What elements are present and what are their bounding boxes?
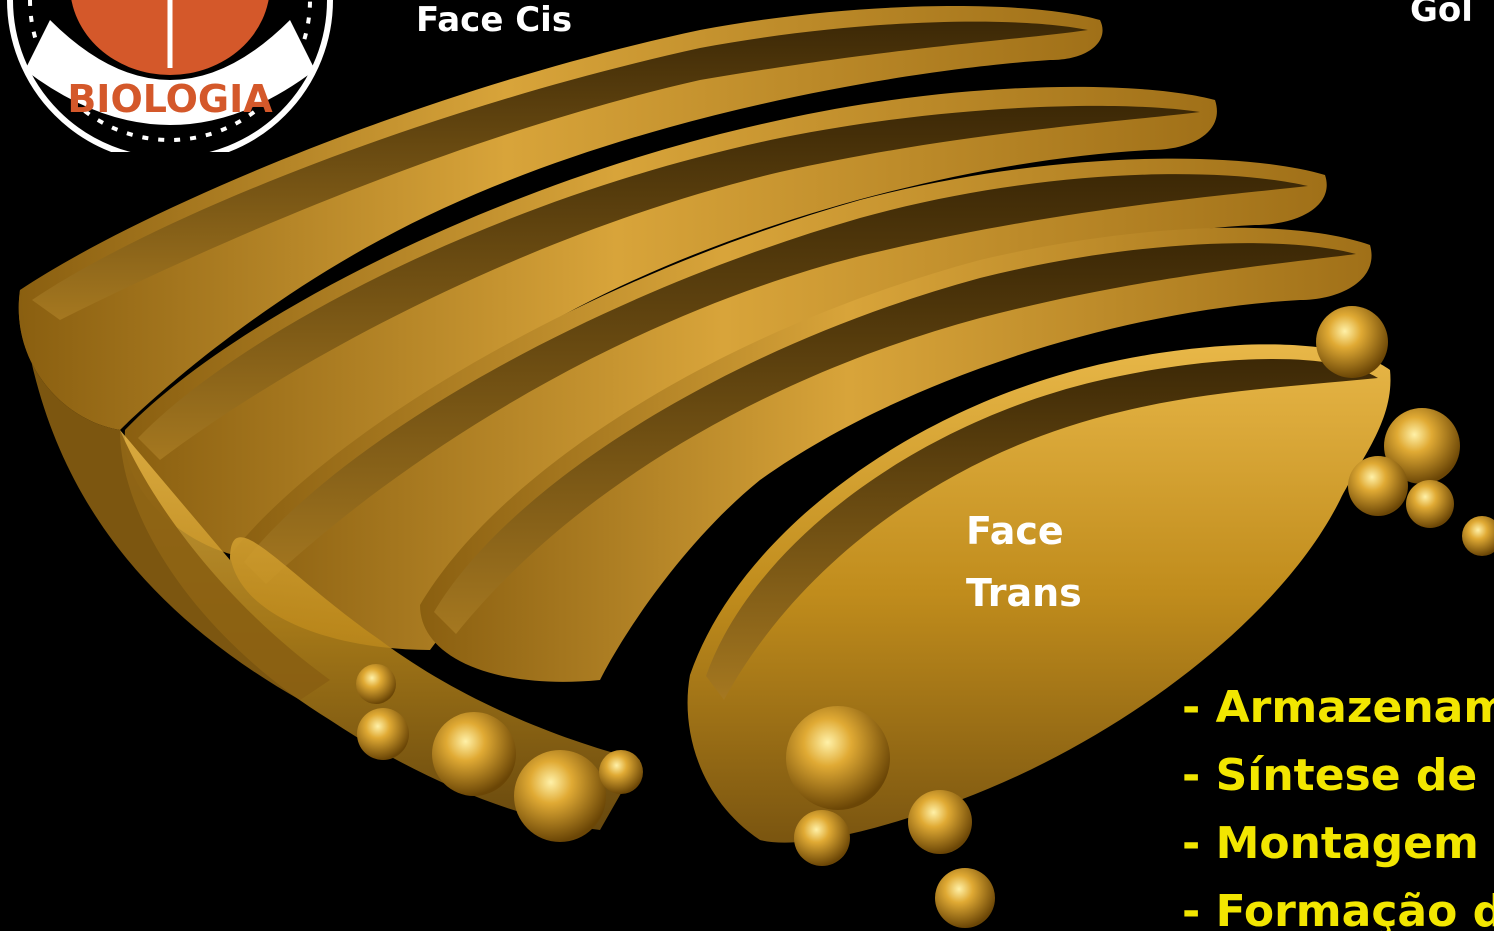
logo-text: BIOLOGIA xyxy=(67,77,273,121)
vesicle xyxy=(514,750,606,842)
vesicle xyxy=(356,664,396,704)
functions-list: - Armazenam - Síntese de P - Montagem - … xyxy=(1182,674,1494,931)
function-item: - Formação d xyxy=(1182,878,1494,931)
vesicle xyxy=(432,712,516,796)
face-trans-label: Face Trans xyxy=(966,500,1082,624)
face-trans-line2: Trans xyxy=(966,562,1082,624)
corner-title: Gol xyxy=(1410,0,1473,30)
function-item: - Montagem xyxy=(1182,810,1494,878)
face-cis-label: Face Cis xyxy=(416,0,572,40)
vesicle xyxy=(1406,480,1454,528)
function-item: - Síntese de P xyxy=(1182,742,1494,810)
vesicle xyxy=(935,868,995,928)
vesicle xyxy=(908,790,972,854)
vesicle xyxy=(786,706,890,810)
vesicle xyxy=(794,810,850,866)
vesicle xyxy=(599,750,643,794)
vesicle xyxy=(357,708,409,760)
biologia-logo: BIOLOGIA xyxy=(0,0,380,152)
face-trans-line1: Face xyxy=(966,500,1082,562)
vesicle xyxy=(1462,516,1494,556)
function-item: - Armazenam xyxy=(1182,674,1494,742)
vesicle xyxy=(1348,456,1408,516)
vesicle xyxy=(1316,306,1388,378)
